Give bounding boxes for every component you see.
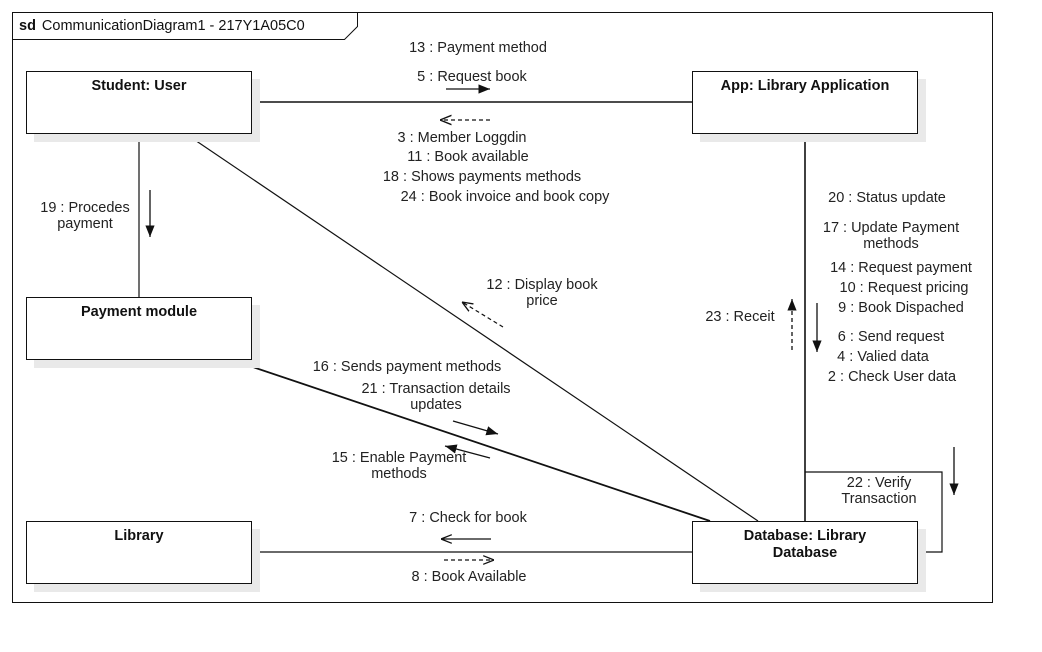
- message-22: 22 : Verify Transaction: [841, 475, 917, 507]
- message-6: 6 : Send request: [837, 329, 945, 345]
- message-13: 13 : Payment method: [409, 40, 547, 56]
- message-17: 17 : Update Payment methods: [822, 220, 960, 252]
- lifeline-library-database-label: Database: Library Database: [743, 528, 867, 561]
- frame-title: sd CommunicationDiagram1 - 217Y1A05C0: [13, 13, 305, 39]
- lifeline-payment-module-label: Payment module: [80, 304, 198, 320]
- message-5: 5 : Request book: [417, 69, 527, 85]
- message-14: 14 : Request payment: [830, 260, 972, 276]
- lifeline-library-label: Library: [114, 528, 164, 544]
- message-23: 23 : Receit: [705, 309, 775, 325]
- message-2: 2 : Check User data: [827, 369, 957, 385]
- lifeline-library-application-label: App: Library Application: [720, 78, 890, 94]
- message-9: 9 : Book Dispached: [838, 300, 964, 316]
- message-16: 16 : Sends payment methods: [312, 359, 502, 375]
- frame-border: [12, 12, 993, 603]
- arrow-transaction-updates: [452, 420, 499, 436]
- message-3: 3 : Member Loggdin: [397, 130, 527, 146]
- message-21: 21 : Transaction details updates: [361, 381, 511, 413]
- message-18: 18 : Shows payments methods: [382, 169, 582, 185]
- link-payment-database: [234, 360, 711, 522]
- lifeline-student-user-label: Student: User: [91, 78, 187, 94]
- message-24: 24 : Book invoice and book copy: [400, 189, 610, 205]
- frame-tab-outline: [12, 12, 358, 40]
- lifeline-payment-module[interactable]: Payment module: [26, 297, 252, 360]
- message-11: 11 : Book available: [407, 149, 529, 165]
- frame-name: CommunicationDiagram1 - 217Y1A05C0: [41, 18, 305, 34]
- frame-keyword: sd: [19, 18, 36, 34]
- link-database-self: [805, 471, 943, 553]
- link-student-database: [185, 133, 759, 522]
- arrow-display-price: [462, 302, 504, 328]
- message-15: 15 : Enable Payment methods: [331, 450, 467, 482]
- arrow-enable-payment: [444, 444, 491, 459]
- lifeline-student-user[interactable]: Student: User: [26, 71, 252, 134]
- lifeline-library-database[interactable]: Database: Library Database: [692, 521, 918, 584]
- message-4: 4 : Valied data: [837, 349, 929, 365]
- message-20: 20 : Status update: [828, 190, 946, 206]
- message-12: 12 : Display book price: [486, 277, 598, 309]
- message-19: 19 : Procedes payment: [40, 200, 130, 232]
- message-7: 7 : Check for book: [409, 510, 527, 526]
- lifeline-library[interactable]: Library: [26, 521, 252, 584]
- message-8: 8 : Book Available: [411, 569, 527, 585]
- message-10: 10 : Request pricing: [839, 280, 969, 296]
- lifeline-library-application[interactable]: App: Library Application: [692, 71, 918, 134]
